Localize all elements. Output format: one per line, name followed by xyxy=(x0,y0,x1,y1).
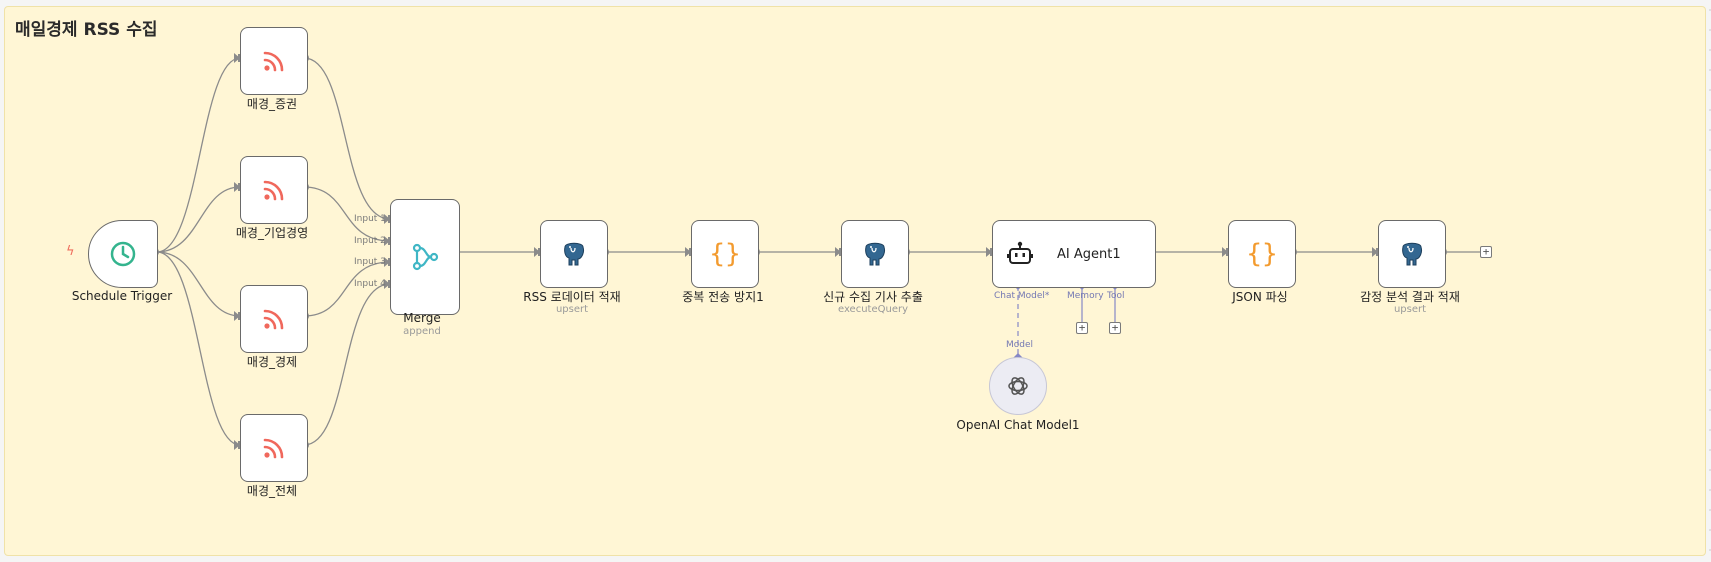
merge-input-4-label: Input 4 xyxy=(354,279,386,289)
memory-port-label: Memory xyxy=(1067,291,1104,301)
rss-node-4[interactable] xyxy=(240,414,308,482)
openai-chat-model-node[interactable] xyxy=(989,357,1047,415)
chat-model-port-label: Chat Model* xyxy=(994,291,1050,301)
model-port-label: Model xyxy=(1006,340,1034,350)
tool-port-label: Tool xyxy=(1107,291,1125,301)
postgres-node-1[interactable] xyxy=(540,220,608,288)
rss-icon xyxy=(263,309,284,330)
postgres-node-2-sublabel: executeQuery xyxy=(837,304,909,315)
postgres-elephant-icon xyxy=(1402,242,1422,266)
rss-node-2-label: 매경_기업경영 xyxy=(235,226,309,240)
code-node-1-label: 중복 전송 방지1 xyxy=(682,290,764,304)
postgres-node-3-sublabel: upsert xyxy=(1393,304,1427,315)
rss-icon xyxy=(263,180,284,201)
robot-icon xyxy=(1007,241,1033,264)
postgres-node-3-label: 감정 분석 결과 적재 xyxy=(1360,290,1460,304)
merge-input-3-label: Input 3 xyxy=(354,257,386,267)
postgres-node-3[interactable] xyxy=(1378,220,1446,288)
ai-agent-node[interactable]: AI Agent1 xyxy=(992,220,1156,288)
schedule-trigger-node[interactable] xyxy=(88,220,158,288)
rss-node-3-label: 매경_경제 xyxy=(246,355,298,369)
clock-icon xyxy=(110,241,136,267)
postgres-elephant-icon xyxy=(865,242,885,266)
postgres-node-2[interactable] xyxy=(841,220,909,288)
merge-icon xyxy=(412,243,439,271)
merge-node[interactable] xyxy=(390,199,460,315)
sticky-title: 매일경제 RSS 수집 xyxy=(15,20,158,40)
wire-trigger-rss2 xyxy=(156,186,241,253)
code-node-2[interactable]: {} xyxy=(1228,220,1296,288)
rss-node-1-label: 매경_증권 xyxy=(246,97,298,111)
rss-icon xyxy=(263,438,284,459)
code-node-2-label: JSON 파싱 xyxy=(1232,290,1288,304)
code-node-1[interactable]: {} xyxy=(691,220,759,288)
ai-agent-title: AI Agent1 xyxy=(1057,246,1121,262)
openai-chat-model-label: OpenAI Chat Model1 xyxy=(956,418,1080,432)
wire-rss2-merge xyxy=(303,186,391,242)
code-braces-icon: {} xyxy=(709,239,741,269)
merge-sublabel: append xyxy=(403,326,441,337)
rss-node-2[interactable] xyxy=(240,156,308,224)
trigger-bolt-icon: ϟ xyxy=(66,244,75,259)
merge-input-2-label: Input 2 xyxy=(354,236,386,246)
add-tool-button[interactable]: + xyxy=(1109,322,1121,334)
rss-icon xyxy=(263,51,284,72)
rss-node-1[interactable] xyxy=(240,27,308,95)
postgres-node-1-label: RSS 로데이터 적재 xyxy=(523,290,621,304)
add-memory-button[interactable]: + xyxy=(1076,322,1088,334)
schedule-trigger-label: Schedule Trigger xyxy=(71,289,173,303)
rss-node-4-label: 매경_전체 xyxy=(246,484,298,498)
wire-rss1-merge xyxy=(303,57,391,220)
rss-node-3[interactable] xyxy=(240,285,308,353)
postgres-elephant-icon xyxy=(564,242,584,266)
merge-label: Merge xyxy=(403,311,441,325)
postgres-node-1-sublabel: upsert xyxy=(555,304,589,315)
wire-trigger-rss3 xyxy=(156,251,241,317)
wire-rss4-merge xyxy=(303,283,391,446)
wire-trigger-rss4 xyxy=(156,251,241,446)
postgres-node-2-label: 신규 수집 기사 추출 xyxy=(823,290,923,304)
wire-trigger-rss1 xyxy=(156,57,241,253)
openai-icon xyxy=(1008,377,1028,395)
merge-input-1-label: Input 1 xyxy=(354,214,386,224)
add-next-node-button[interactable]: + xyxy=(1480,246,1492,258)
wire-rss3-merge xyxy=(303,261,391,317)
code-braces-icon: {} xyxy=(1246,239,1278,269)
